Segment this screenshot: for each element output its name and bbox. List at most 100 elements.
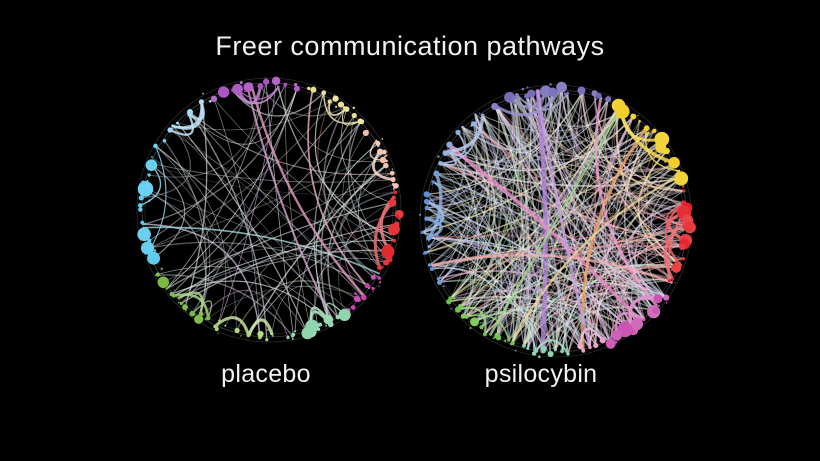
cluster-bundle <box>644 127 680 172</box>
graph-edge <box>635 120 688 209</box>
feature-bundle <box>307 89 370 290</box>
graph-node <box>157 276 170 289</box>
graph-edge <box>496 106 525 344</box>
graph-node <box>682 221 693 232</box>
graph-node <box>377 276 381 280</box>
graph-node-speck <box>469 327 472 330</box>
graph-edge <box>294 151 385 332</box>
graph-node-speck <box>657 305 660 307</box>
graph-edge <box>207 286 365 319</box>
graph-edge <box>198 289 289 339</box>
graph-node-speck <box>429 199 431 201</box>
graph-node <box>224 324 227 327</box>
graph-node-speck <box>314 84 316 86</box>
feature-bundle <box>489 106 623 336</box>
graph-node <box>480 113 485 118</box>
graph-node <box>420 230 424 234</box>
graph-edge <box>428 237 645 320</box>
graph-node-speck <box>385 170 387 172</box>
graph-node-speck <box>353 122 356 125</box>
graph-edge <box>340 108 393 204</box>
graph-node <box>137 227 151 242</box>
cluster-bundle <box>373 201 394 269</box>
graph-node <box>495 105 500 109</box>
graph-node <box>389 170 395 176</box>
feature-bundle <box>536 89 592 350</box>
graph-node <box>391 195 396 200</box>
graph-edge <box>166 88 298 290</box>
graph-node-speck <box>547 350 549 351</box>
graph-node <box>277 85 280 88</box>
graph-node <box>293 85 300 92</box>
graph-edge <box>560 86 685 204</box>
graph-edge <box>216 80 277 330</box>
graph-node <box>232 83 243 95</box>
graph-node <box>262 78 270 85</box>
graph-edge <box>338 202 393 316</box>
graph-node <box>177 296 181 300</box>
graph-node <box>182 304 188 310</box>
graph-node <box>504 91 516 103</box>
graph-node <box>512 95 517 101</box>
graph-node <box>423 250 428 255</box>
graph-node <box>385 159 388 163</box>
graph-edge <box>474 113 662 159</box>
graph-node <box>577 343 584 350</box>
graph-edge <box>421 126 467 234</box>
graph-node <box>668 156 680 169</box>
graph-node <box>213 325 217 328</box>
graph-node <box>335 315 340 320</box>
graph-edge <box>542 278 673 352</box>
graph-node-speck <box>589 91 591 93</box>
graph-node <box>663 294 670 301</box>
graph-node-speck <box>382 266 384 268</box>
graph-node <box>677 169 681 173</box>
placebo-connectome <box>136 76 404 343</box>
cluster-bundle <box>172 293 210 320</box>
graph-edge <box>439 162 681 187</box>
feature-bundle <box>142 226 380 275</box>
graph-node <box>364 283 370 289</box>
graph-node <box>145 159 158 171</box>
graph-node-speck <box>549 83 552 86</box>
graph-edge <box>618 206 688 325</box>
graph-edge <box>421 231 591 348</box>
graph-edge <box>155 145 227 330</box>
graph-node-speck <box>267 329 269 331</box>
graph-edge <box>496 106 689 228</box>
graph-node <box>667 279 671 283</box>
graph-node <box>460 313 466 319</box>
graph-node <box>424 205 430 211</box>
graph-node <box>327 321 334 328</box>
graph-edge <box>494 105 531 349</box>
graph-node <box>217 86 230 98</box>
graph-node <box>527 89 536 98</box>
graph-node-speck <box>264 77 266 79</box>
graph-node-speck <box>244 90 246 93</box>
graph-edge <box>440 163 685 195</box>
graph-node <box>293 82 298 87</box>
graph-node <box>652 307 659 314</box>
graph-node-speck <box>148 199 151 202</box>
graph-edge <box>248 223 398 336</box>
graph-node-speck <box>431 184 433 186</box>
graph-edge <box>546 88 655 134</box>
graph-edge <box>428 90 584 247</box>
graph-node <box>389 232 393 236</box>
graph-node <box>310 86 317 93</box>
graph-node-speck <box>160 267 163 270</box>
graph-node <box>147 238 152 243</box>
graph-node <box>522 343 526 348</box>
graph-edge <box>426 207 514 344</box>
graph-node <box>214 326 219 332</box>
graph-node <box>438 161 443 166</box>
graph-node <box>140 241 155 255</box>
perimeter-ring <box>144 85 394 335</box>
feature-bundle <box>446 144 643 324</box>
graph-node <box>371 286 375 291</box>
graph-edge <box>231 89 325 117</box>
graph-edge <box>545 90 664 153</box>
graph-node <box>167 127 173 133</box>
graph-node-speck <box>180 294 183 296</box>
